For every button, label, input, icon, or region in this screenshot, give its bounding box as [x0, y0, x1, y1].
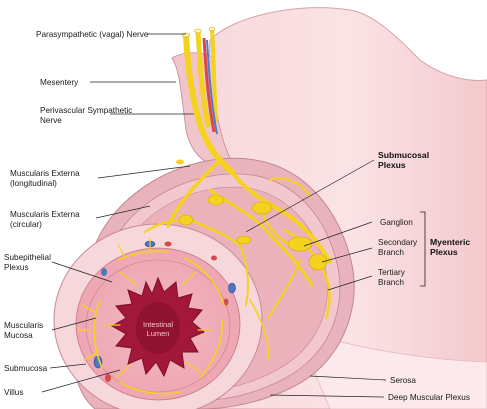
label-submucosa: Submucosa	[4, 364, 48, 373]
label-myenteric-line2: Plexus	[430, 247, 458, 257]
label-musc-mucosa-line2: Mucosa	[4, 331, 33, 340]
label-submucosal-plexus-line2: Plexus	[378, 160, 406, 170]
label-musc-ext-circ-line1: Muscularis Externa	[10, 210, 80, 219]
label-ganglion: Ganglion	[380, 218, 413, 227]
label-villus: Villus	[4, 388, 23, 397]
label-myenteric-line1: Myenteric	[430, 237, 470, 247]
label-perivascular-line1: Perivascular Sympathetic	[40, 106, 132, 115]
label-musc-mucosa-line1: Muscularis	[4, 321, 43, 330]
label-subepithelial-line1: Subepithelial	[4, 253, 51, 262]
label-tertiary-line2: Branch	[378, 278, 404, 287]
leader-lines	[41, 33, 387, 398]
lumen-center	[136, 302, 180, 354]
label-secondary-line1: Secondary	[378, 238, 418, 247]
label-perivascular-line2: Nerve	[40, 116, 62, 125]
label-musc-ext-long-line2: (longitudinal)	[10, 179, 57, 188]
label-serosa: Serosa	[390, 376, 416, 385]
label-musc-ext-circ-line2: (circular)	[10, 220, 42, 229]
label-musc-ext-long-line1: Muscularis Externa	[10, 169, 80, 178]
label-submucosal-plexus-line1: Submucosal	[378, 150, 429, 160]
submucosal-fibers	[77, 237, 270, 395]
label-lumen-line1: Intestinal	[143, 320, 173, 329]
label-lumen-line2: Lumen	[147, 329, 170, 338]
label-deep-muscular-plexus: Deep Muscular Plexus	[388, 393, 470, 402]
label-tertiary-line1: Tertiary	[378, 268, 406, 277]
nerve-plexus-network	[143, 158, 332, 320]
label-subepithelial-line2: Plexus	[4, 263, 29, 272]
myenteric-bracket	[420, 211, 426, 287]
label-secondary-line2: Branch	[378, 248, 404, 257]
label-parasympathetic-nerve: Parasympathetic (vagal) Nerve	[36, 30, 149, 39]
label-mesentery: Mesentery	[40, 78, 79, 87]
